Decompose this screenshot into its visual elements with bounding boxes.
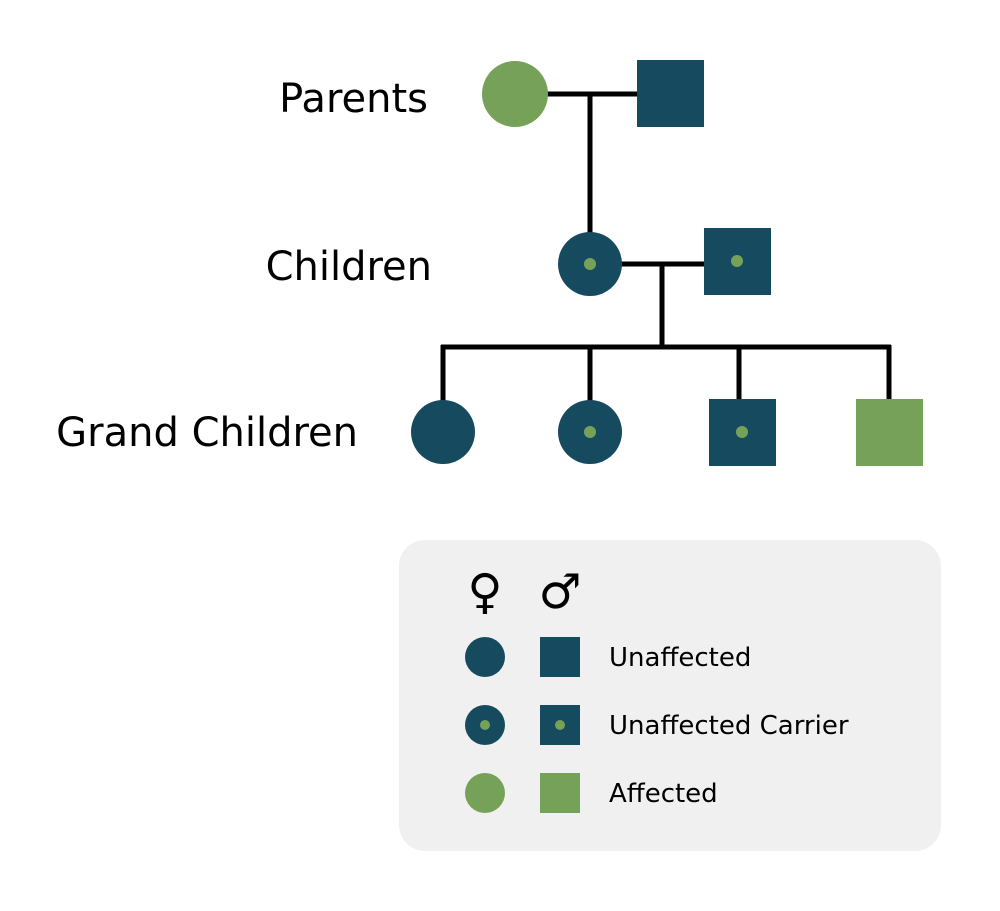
- male-symbol: ♂: [538, 564, 581, 620]
- legend-female-affected: [465, 773, 505, 813]
- child-male-carrier-dot: [731, 255, 743, 267]
- legend-male-carrier-dot: [555, 720, 565, 730]
- generation-label-grand-children: Grand Children: [56, 410, 358, 456]
- legend-background: [399, 540, 941, 851]
- legend-female-carrier-dot: [480, 720, 490, 730]
- grandchild-male-affected: [856, 399, 923, 466]
- parent-male-unaffected: [637, 60, 704, 127]
- parent-female-affected: [482, 61, 548, 127]
- grandchild-male-carrier-dot: [736, 426, 748, 438]
- generation-label-children: Children: [266, 244, 432, 290]
- grandchild-female-carrier-dot: [584, 426, 596, 438]
- legend-label-unaffected: Unaffected: [609, 643, 751, 673]
- grandchild-female-unaffected: [411, 400, 475, 464]
- legend-label-carrier: Unaffected Carrier: [609, 711, 849, 741]
- female-symbol: ♀: [467, 564, 502, 620]
- legend-male-affected: [540, 773, 580, 813]
- pedigree-connectors: [440, 91, 892, 402]
- child-female-carrier-dot: [584, 258, 596, 270]
- legend-label-affected: Affected: [609, 779, 718, 809]
- generation-label-parents: Parents: [279, 76, 428, 122]
- legend: ♀ ♂ Unaffected Unaffected Carrier Affect…: [399, 540, 941, 851]
- legend-male-unaffected: [540, 637, 580, 677]
- legend-female-unaffected: [465, 637, 505, 677]
